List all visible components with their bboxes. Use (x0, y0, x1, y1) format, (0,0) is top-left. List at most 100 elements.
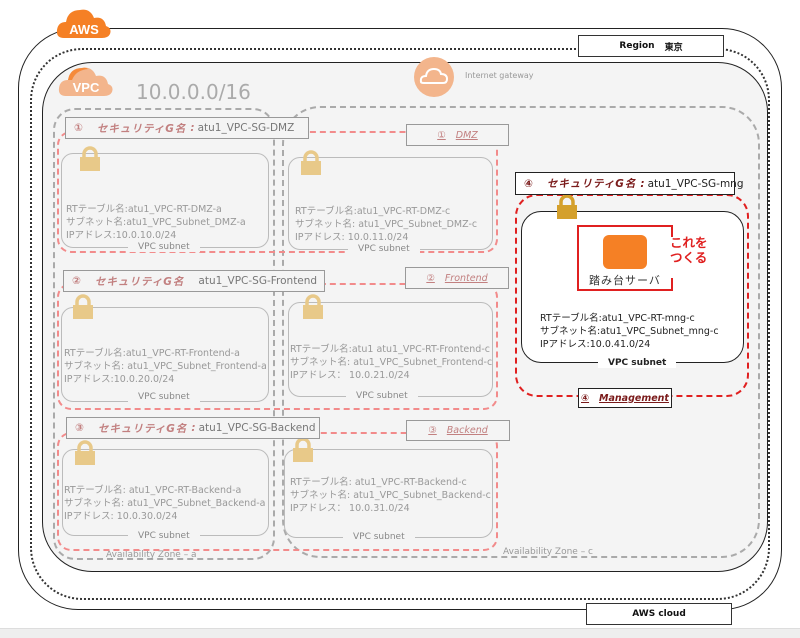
internet-gateway-label: Internet gateway (465, 71, 534, 80)
subnet-caption: VPC subnet (128, 242, 200, 252)
sg-number: ③ (75, 422, 84, 434)
lock-icon (75, 440, 95, 465)
bastion-server-highlight-edge (671, 278, 673, 291)
tag-label: Management (599, 392, 669, 404)
lock-icon (293, 437, 313, 462)
route-table-name: RTテーブル名:atu1_VPC-RT-Frontend-a (64, 348, 240, 359)
region-frame (30, 48, 770, 600)
subnet-name: サブネット名: atu1_VPC_Subnet_Backend-c (290, 490, 491, 501)
sg-title: セキュリティG名 (97, 422, 188, 435)
sg-name: atu1_VPC-SG-Backend (198, 422, 316, 434)
ip-address: IPアドレス:10.0.41.0/24 (540, 339, 651, 350)
tag-backend: ③ Backend (406, 420, 510, 441)
region-label-text: Region (619, 41, 655, 51)
subnet-caption: VPC subnet (346, 391, 418, 401)
sg-title: セキュリティG名 (94, 275, 185, 288)
subnet-backend-a[interactable] (62, 449, 269, 536)
route-table-name: RTテーブル名:atu1 atu1_VPC-RT-Frontend-c (290, 344, 490, 355)
sg-backend-label: ③ セキュリティG名 : atu1_VPC-SG-Backend (66, 417, 320, 439)
subnet-mng-c-info: RTテーブル名:atu1_VPC-RT-mng-c サブネット名:atu1_VP… (540, 312, 719, 351)
availability-zone-c (282, 106, 760, 558)
subnet-backend-c[interactable] (284, 449, 493, 538)
route-table-name: RTテーブル名:atu1_VPC-RT-mng-c (540, 313, 695, 324)
sg-dmz-label: ① セキュリティG名 : atu1_VPC-SG-DMZ (65, 117, 309, 139)
tag-label: DMZ (455, 129, 478, 141)
subnet-caption: VPC subnet (128, 392, 200, 402)
vpc-logo-text: VPC (73, 80, 100, 95)
sg-mng-label: ④ セキュリティG名 : atu1_VPC-SG-mng (515, 172, 744, 195)
sg-frontend-label: ② セキュリティG名 atu1_VPC-SG-Frontend (63, 270, 325, 292)
subnet-frontend-c-info: RTテーブル名:atu1 atu1_VPC-RT-Frontend-c サブネッ… (290, 343, 492, 382)
aws-cloud-icon: AWS (56, 9, 111, 38)
sg-separator: : (190, 122, 195, 134)
subnet-name: サブネット名: atu1_VPC_Subnet_Frontend-a (64, 361, 267, 372)
ec2-instance-icon[interactable] (603, 235, 647, 269)
sg-number: ④ (524, 177, 533, 190)
sg-name: atu1_VPC-SG-mng (647, 177, 744, 190)
region-label: Region 東京 (578, 35, 724, 57)
region-name: 東京 (664, 42, 683, 53)
bastion-server-highlight-edge (671, 225, 673, 237)
subnet-caption: VPC subnet (343, 532, 415, 542)
tag-number: ① (437, 129, 446, 141)
availability-zone-a (53, 108, 275, 560)
ip-address: IPアドレス： 10.0.31.0/24 (290, 503, 410, 514)
internet-gateway-icon (414, 57, 454, 97)
subnet-caption: VPC subnet (128, 531, 200, 541)
tag-frontend: ② Frontend (405, 267, 509, 289)
tag-number: ② (426, 272, 435, 284)
subnet-backend-c-info: RTテーブル名: atu1_VPC-RT-Backend-c サブネット名: a… (290, 476, 491, 515)
az-c-label: Availability Zone – c (503, 547, 593, 557)
subnet-caption: VPC subnet (598, 358, 677, 368)
tag-dmz: ① DMZ (406, 124, 509, 146)
sg-number: ① (74, 122, 83, 134)
ip-address: IPアドレス: 10.0.11.0/24 (295, 232, 409, 243)
tag-label: Frontend (444, 272, 488, 284)
subnet-name: サブネット名:atu1_VPC_Subnet_mng-c (540, 326, 719, 337)
ip-address: IPアドレス:10.0.20.0/24 (64, 374, 175, 385)
sg-number: ② (72, 275, 81, 287)
sg-name: atu1_VPC-SG-DMZ (197, 122, 295, 134)
sg-separator: : (640, 177, 645, 190)
lock-icon (557, 194, 577, 219)
subnet-frontend-a-info: RTテーブル名:atu1_VPC-RT-Frontend-a サブネット名: a… (64, 347, 267, 386)
lock-icon (73, 294, 93, 319)
aws-cloud-frame (18, 28, 782, 610)
az-a-label: Availability Zone – a (106, 550, 197, 560)
sg-name: atu1_VPC-SG-Frontend (198, 275, 318, 287)
lock-icon (301, 150, 321, 175)
subnet-backend-a-info: RTテーブル名: atu1_VPC-RT-Backend-a サブネット名: a… (64, 484, 266, 523)
lock-icon (303, 294, 323, 319)
bottom-bar (0, 628, 800, 638)
tag-management: ④ Management (578, 388, 672, 408)
ip-address: IPアドレス: 10.0.30.0/24 (64, 511, 178, 522)
ip-address: IPアドレス:10.0.10.0/24 (66, 230, 177, 241)
sg-title: セキュリティG名 (546, 178, 637, 190)
aws-logo-text: AWS (69, 22, 99, 37)
subnet-name: サブネット名: atu1_VPC_Subnet_Frontend-c (290, 357, 493, 368)
subnet-frontend-a[interactable] (61, 307, 269, 402)
subnet-name: サブネット名: atu1_VPC_Subnet_DMZ-c (295, 219, 478, 230)
vpc-cidr: 10.0.0.0/16 (136, 80, 251, 104)
route-table-name: RTテーブル名: atu1_VPC-RT-Backend-c (290, 477, 467, 488)
subnet-caption: VPC subnet (348, 244, 420, 254)
build-this-note: これを つくる (670, 235, 708, 265)
ip-address: IPアドレス： 10.0.21.0/24 (290, 370, 410, 381)
bastion-server-label: 踏み台サーバ (589, 274, 661, 287)
subnet-name: サブネット名:atu1_VPC_Subnet_DMZ-a (66, 217, 246, 228)
subnet-dmz-c-info: RTテーブル名:atu1_VPC-RT-DMZ-c サブネット名: atu1_V… (295, 205, 477, 244)
subnet-dmz-c[interactable] (288, 157, 493, 250)
subnet-name: サブネット名: atu1_VPC_Subnet_Backend-a (64, 498, 266, 509)
lock-icon (80, 146, 100, 171)
route-table-name: RTテーブル名:atu1_VPC-RT-DMZ-c (295, 206, 451, 217)
subnet-dmz-a-info: RTテーブル名:atu1_VPC-RT-DMZ-a サブネット名:atu1_VP… (66, 203, 246, 242)
sg-separator: : (191, 422, 196, 434)
aws-cloud-label: AWS cloud (586, 603, 732, 625)
route-table-name: RTテーブル名: atu1_VPC-RT-Backend-a (64, 485, 242, 496)
vpc-cloud-icon: VPC (58, 67, 113, 96)
sg-title: セキュリティG名 (96, 122, 187, 135)
route-table-name: RTテーブル名:atu1_VPC-RT-DMZ-a (66, 204, 222, 215)
tag-number: ③ (428, 425, 437, 436)
tag-label: Backend (446, 425, 488, 436)
tag-number: ④ (581, 392, 590, 404)
